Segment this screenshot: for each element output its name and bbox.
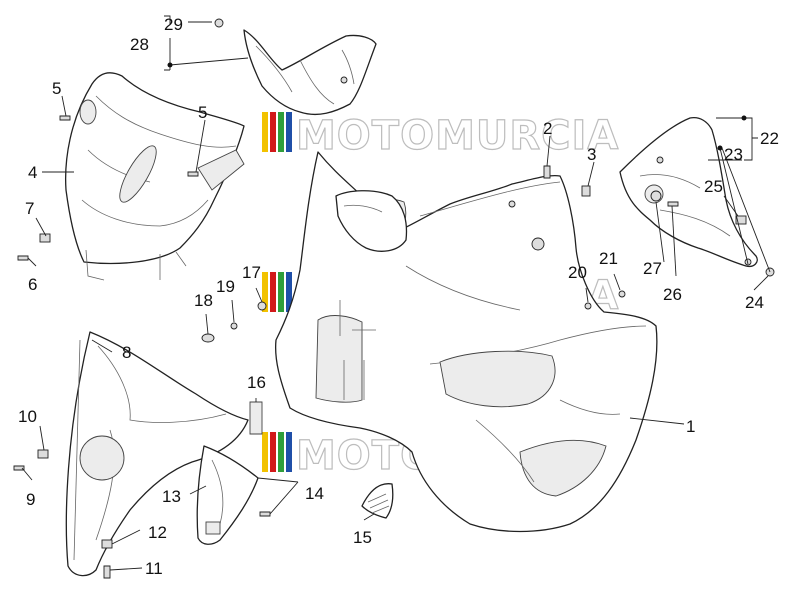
fasteners: [13, 115, 775, 579]
callout-6: 6: [28, 275, 37, 294]
cap-19: [230, 322, 238, 330]
clip-3: [581, 185, 591, 197]
watermark-stripe-green: [278, 432, 284, 472]
screw-14: [259, 511, 271, 517]
watermark-stripe-yellow: [262, 432, 268, 472]
leader-dot: [741, 115, 747, 121]
upper-inner-panel: [243, 29, 377, 116]
callout-15: 15: [353, 528, 372, 547]
callout-1: 1: [686, 417, 695, 436]
callout-12: 12: [148, 523, 167, 542]
clip-25: [735, 215, 747, 225]
clip-10: [37, 449, 49, 459]
cap-17: [257, 301, 267, 311]
leader-lines: [21, 15, 771, 571]
callout-9: 9: [26, 490, 35, 509]
callout-20: 20: [568, 263, 587, 282]
watermark-stripe-yellow: [262, 112, 268, 152]
callout-10: 10: [18, 407, 37, 426]
watermark-stripe-red: [270, 432, 276, 472]
vent-bracket: [196, 445, 259, 545]
callout-11: 11: [145, 559, 163, 578]
callout-21: 21: [599, 249, 618, 268]
side-panel-right: [619, 116, 758, 268]
callout-19: 19: [216, 277, 235, 296]
watermark-stripe-blue: [286, 432, 292, 472]
callout-24: 24: [745, 293, 764, 312]
callout-labels: 1 2 3 4 5 5 6 7 8 9 10 11 12 13 14 15 16…: [18, 15, 779, 578]
callout-17: 17: [242, 263, 261, 282]
screw-11: [103, 565, 111, 579]
watermark-stripe-blue: [286, 272, 292, 312]
callout-18: 18: [194, 291, 213, 310]
screw-26: [667, 201, 679, 207]
callout-29: 29: [164, 15, 183, 34]
watermark-stripe-red: [270, 112, 276, 152]
callout-28: 28: [130, 35, 149, 54]
screw-6: [17, 255, 29, 261]
cap-21: [618, 290, 626, 298]
front-shield: [65, 72, 245, 281]
callout-5-upper-left: 5: [52, 79, 61, 98]
clip-29: [214, 18, 224, 28]
watermark-stripe-green: [278, 272, 284, 312]
callout-25: 25: [704, 177, 723, 196]
grille-15: [361, 483, 394, 519]
callout-16: 16: [247, 373, 266, 392]
callout-3: 3: [587, 145, 596, 164]
callout-22: 22: [760, 129, 779, 148]
callout-23: 23: [724, 145, 743, 164]
watermark-stripe-blue: [286, 112, 292, 152]
clip-12: [101, 539, 113, 549]
callout-8: 8: [122, 343, 131, 362]
screw-5a: [59, 115, 71, 121]
callout-26: 26: [663, 285, 682, 304]
callout-5-upper-mid: 5: [198, 103, 207, 122]
callout-2: 2: [543, 119, 552, 138]
callout-4: 4: [28, 163, 37, 182]
watermark-top: MOTOMURCIA: [262, 112, 619, 160]
watermark-stripe-green: [278, 112, 284, 152]
upper-support-bracket: [335, 190, 408, 252]
callout-7: 7: [25, 199, 34, 218]
leader-dot: [717, 145, 723, 151]
lower-front-panel: [65, 331, 249, 577]
callout-14: 14: [305, 484, 324, 503]
cap-18: [201, 333, 215, 343]
washer-27: [650, 190, 662, 202]
screw-2: [543, 165, 551, 179]
callout-27: 27: [643, 259, 662, 278]
cap-20: [584, 302, 592, 310]
leader-dot: [167, 62, 173, 68]
watermark-stripe-red: [270, 272, 276, 312]
watermark-stripe-yellow: [262, 272, 268, 312]
callout-13: 13: [162, 487, 181, 506]
screw-5b: [187, 171, 199, 177]
clip-7: [39, 233, 51, 243]
vent-16: [249, 401, 263, 435]
watermark-text: MOTOMURCIA: [296, 113, 619, 159]
